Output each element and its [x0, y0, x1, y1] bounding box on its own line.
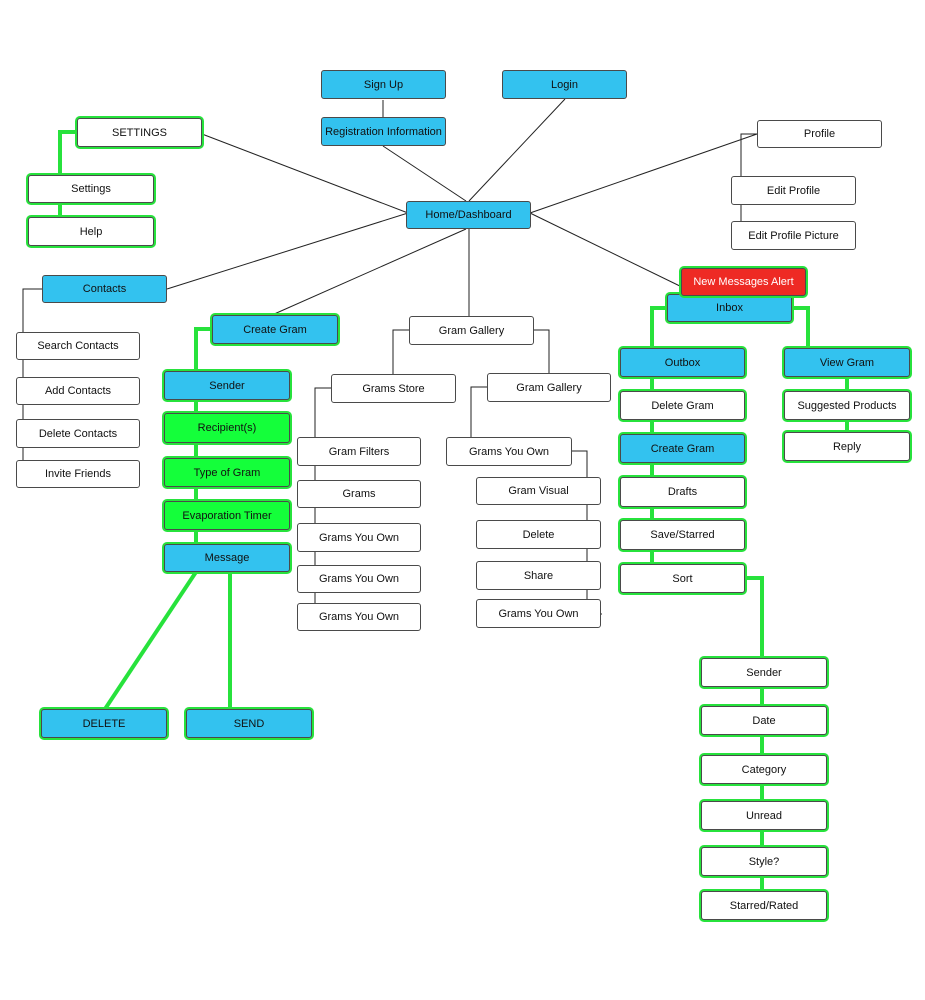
highlighted-connectors: [58, 130, 849, 891]
sort-style-node[interactable]: Style?: [701, 847, 827, 876]
store-grams-you-own-node[interactable]: Grams You Own: [297, 565, 421, 593]
help-node[interactable]: Help: [28, 217, 154, 246]
home-dashboard-node[interactable]: Home/Dashboard: [406, 201, 531, 229]
store-grams-you-own-node[interactable]: Grams You Own: [297, 603, 421, 631]
delete-contacts-node[interactable]: Delete Contacts: [16, 419, 140, 448]
gram-gallery-sub-node[interactable]: Gram Gallery: [487, 373, 611, 402]
gallery-grams-you-own-node[interactable]: Grams You Own: [446, 437, 572, 466]
settings-group-node[interactable]: SETTINGS: [77, 118, 202, 147]
evaporation-timer-node[interactable]: Evaporation Timer: [164, 501, 290, 530]
sort-sender-node[interactable]: Sender: [701, 658, 827, 687]
sort-category-node[interactable]: Category: [701, 755, 827, 784]
sign-up-node[interactable]: Sign Up: [321, 70, 446, 99]
sort-date-node[interactable]: Date: [701, 706, 827, 735]
drafts-node[interactable]: Drafts: [620, 477, 745, 507]
gram-filters-node[interactable]: Gram Filters: [297, 437, 421, 466]
profile-node[interactable]: Profile: [757, 120, 882, 148]
send-node[interactable]: SEND: [186, 709, 312, 738]
delete-gram-node[interactable]: Delete Gram: [620, 391, 745, 420]
search-contacts-node[interactable]: Search Contacts: [16, 332, 140, 360]
gallery-grams-you-own-2-node[interactable]: Grams You Own: [476, 599, 601, 628]
view-gram-node[interactable]: View Gram: [784, 348, 910, 377]
sort-node[interactable]: Sort: [620, 564, 745, 593]
sort-unread-node[interactable]: Unread: [701, 801, 827, 830]
contacts-node[interactable]: Contacts: [42, 275, 167, 303]
gram-gallery-top-node[interactable]: Gram Gallery: [409, 316, 534, 345]
sender-node[interactable]: Sender: [164, 371, 290, 400]
save-starred-node[interactable]: Save/Starred: [620, 520, 745, 550]
outbox-node[interactable]: Outbox: [620, 348, 745, 377]
inbox-create-gram-node[interactable]: Create Gram: [620, 434, 745, 463]
inbox-node[interactable]: Inbox: [667, 294, 792, 322]
grams-store-node[interactable]: Grams Store: [331, 374, 456, 403]
type-of-gram-node[interactable]: Type of Gram: [164, 458, 290, 487]
invite-friends-node[interactable]: Invite Friends: [16, 460, 140, 488]
settings-node[interactable]: Settings: [28, 175, 154, 203]
grams-node[interactable]: Grams: [297, 480, 421, 508]
recipients-node[interactable]: Recipient(s): [164, 413, 290, 443]
gram-visual-node[interactable]: Gram Visual: [476, 477, 601, 505]
delete-node[interactable]: DELETE: [41, 709, 167, 738]
new-messages-alert-node[interactable]: New Messages Alert: [681, 268, 806, 296]
registration-information-node[interactable]: Registration Information: [321, 117, 446, 146]
share-node[interactable]: Share: [476, 561, 601, 590]
create-gram-node[interactable]: Create Gram: [212, 315, 338, 344]
gallery-delete-node[interactable]: Delete: [476, 520, 601, 549]
reply-node[interactable]: Reply: [784, 432, 910, 461]
sort-starred-rated-node[interactable]: Starred/Rated: [701, 891, 827, 920]
suggested-products-node[interactable]: Suggested Products: [784, 391, 910, 420]
edit-profile-node[interactable]: Edit Profile: [731, 176, 856, 205]
message-node[interactable]: Message: [164, 544, 290, 572]
login-node[interactable]: Login: [502, 70, 627, 99]
edit-profile-picture-node[interactable]: Edit Profile Picture: [731, 221, 856, 250]
add-contacts-node[interactable]: Add Contacts: [16, 377, 140, 405]
store-grams-you-own-node[interactable]: Grams You Own: [297, 523, 421, 552]
